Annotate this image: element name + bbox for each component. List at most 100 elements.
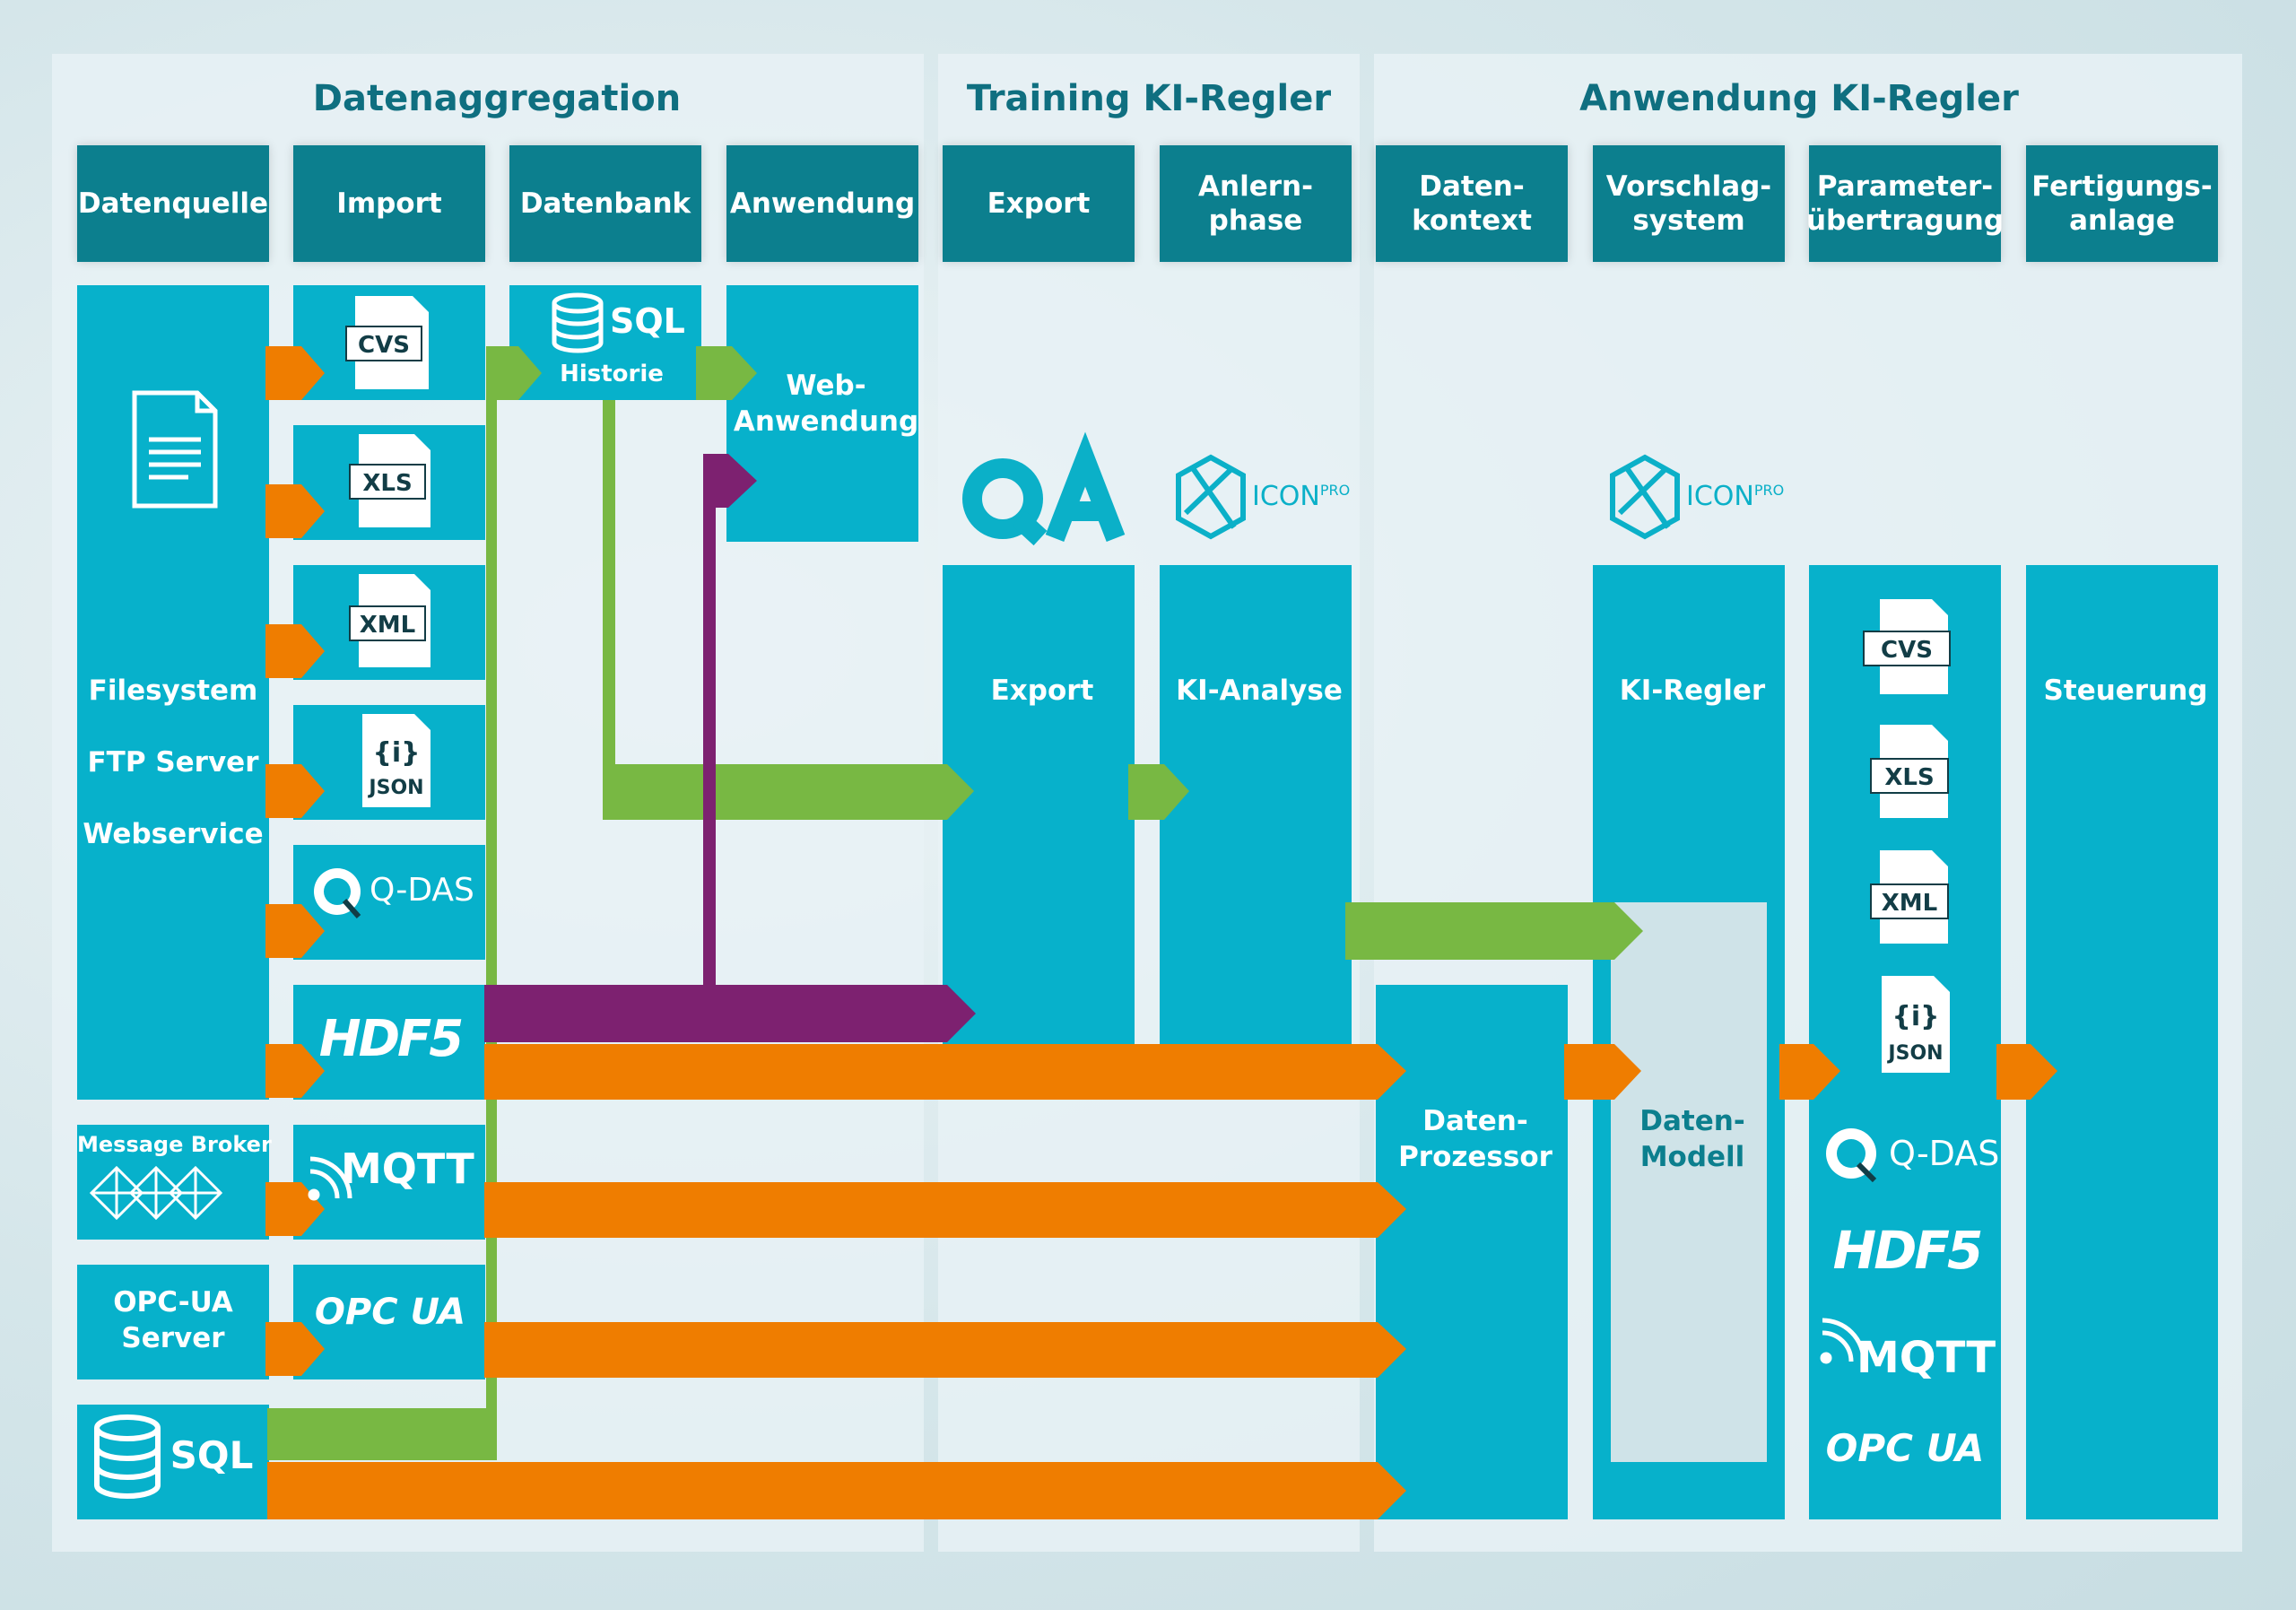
source-label-ftp: FTP Server [87,746,259,779]
export-block [943,565,1135,1044]
format-label-xls: XLS [362,470,413,497]
param-format-label-xml: XML [1881,890,1938,917]
iconpro-logo-icon-application [1610,454,1680,540]
purple-hdf5-to-export [484,985,976,1042]
orange-chevron-8 [265,1322,325,1376]
column-header-anlernphase: Anlern- phase [1160,145,1352,262]
source-label-webservice: Webservice [83,818,264,850]
web-app-label: Web- Anwendung [733,370,919,438]
green-historie-drop [603,400,615,784]
import-block-hdf5 [293,985,485,1100]
format-label-mqtt: MQTT [341,1144,474,1193]
green-db-to-webapp [696,346,757,400]
group-title-training: Training KI-Regler [966,78,1332,119]
orange-flow-opcua [484,1322,1406,1378]
iconpro-logo-text-training: ICONPRO [1252,481,1350,512]
orange-flow-hdf5 [484,1044,1406,1100]
orange-chevron-1 [265,346,325,400]
database-icon [552,292,604,353]
database-block [509,285,701,400]
source-block-message-broker [77,1125,269,1240]
param-file-icon-xml [1870,850,1949,944]
column-header-export: Export [943,145,1135,262]
source-block-sql [77,1405,269,1519]
purple-webapp-arrow [703,454,757,987]
file-icon-json [362,714,430,807]
param-format-label-opcua: OPC UA [1825,1426,1985,1470]
group-title-aggregation: Datenaggregation [312,78,682,119]
iconpro-sup: PRO [1753,482,1785,499]
orange-chevron-6 [265,1044,325,1098]
param-format-label-json-glyph: {i} [1892,1001,1940,1032]
param-mqtt-signal-icon [1820,1318,1866,1364]
column-header-fertigungsanlage: Fertigungs- anlage [2026,145,2218,262]
column-header-vorschlagsystem: Vorschlag- system [1593,145,1785,262]
import-block-mqtt [293,1125,485,1240]
orange-chevron-3 [265,624,325,678]
orange-parameter-to-steuerung [1996,1044,2057,1100]
column-header-import: Import [293,145,485,262]
orange-chevron-4 [265,764,325,818]
block-label-export: Export [990,674,1094,707]
green-training-to-regler [1345,902,1643,960]
green-export-to-ki [1128,764,1189,820]
steuerung-block [2026,565,2218,1519]
import-block-opcua [293,1265,485,1379]
orange-chevron-5 [265,904,325,958]
source-label-filesystem: Filesystem [88,674,258,707]
block-label-daten-modell: Daten- Modell [1639,1105,1745,1173]
orange-flow-sql [267,1462,1406,1519]
param-format-label-qdas: Q-DAS [1889,1134,2000,1173]
format-label-opcua: OPC UA [314,1292,466,1333]
iconpro-logo-icon-training [1176,454,1246,540]
qdas-icon [314,868,361,918]
column-header-datenkontext: Daten- kontext [1376,145,1568,262]
source-label-sql: SQL [170,1433,254,1477]
sql-database-icon [94,1414,161,1499]
orange-flow-mqtt [484,1182,1406,1238]
file-icon-xls [349,434,430,527]
orange-prozessor-to-modell [1564,1044,1641,1100]
block-label-steuerung: Steuerung [2043,674,2208,707]
format-label-json: JSON [369,777,424,799]
message-broker-icon [89,1165,223,1221]
block-label-ki-regler: KI-Regler [1619,674,1766,707]
ki-analyse-block [1160,565,1352,1044]
format-label-qdas: Q-DAS [370,872,474,909]
orange-chevron-2 [265,484,325,538]
param-format-label-hdf5: HDF5 [1832,1220,1984,1281]
iconpro-text: ICON [1686,481,1754,512]
green-arrow-import-to-db [486,346,542,400]
qa-logo-icon [962,431,1126,546]
iconpro-logo-text-application: ICONPRO [1686,481,1784,512]
block-label-ki-analyse: KI-Analyse [1176,674,1343,707]
column-header-anwendung: Anwendung [726,145,918,262]
orange-regler-to-parameter [1779,1044,1840,1100]
column-header-datenbank: Datenbank [509,145,701,262]
param-file-icon-cvs [1863,599,1951,694]
database-label-historie: Historie [560,361,664,387]
column-header-datenquelle: Datenquelle [77,145,269,262]
format-label-hdf5: HDF5 [318,1010,465,1068]
source-label-opcua-server: OPC-UA Server [113,1286,233,1354]
green-sql-to-bus [267,1408,497,1460]
format-label-cvs: CVS [358,332,410,359]
source-label-message-broker: Message Broker [77,1132,272,1157]
source-block-opcua [77,1265,269,1379]
param-format-label-cvs: CVS [1881,637,1933,664]
param-qdas-icon [1826,1128,1877,1183]
daten-prozessor-block [1376,985,1568,1519]
database-label-sql: SQL [610,301,685,341]
daten-modell-block [1611,902,1767,1462]
block-label-daten-prozessor: Daten- Prozessor [1398,1105,1552,1173]
param-format-label-xls: XLS [1884,764,1935,791]
param-file-icon-xls [1870,725,1949,818]
source-block-filesystem [77,285,269,1100]
web-app-block [726,285,918,542]
mqtt-signal-icon [308,1156,352,1201]
format-label-json-glyph: {i} [372,737,421,769]
green-historie-to-export [603,764,974,820]
